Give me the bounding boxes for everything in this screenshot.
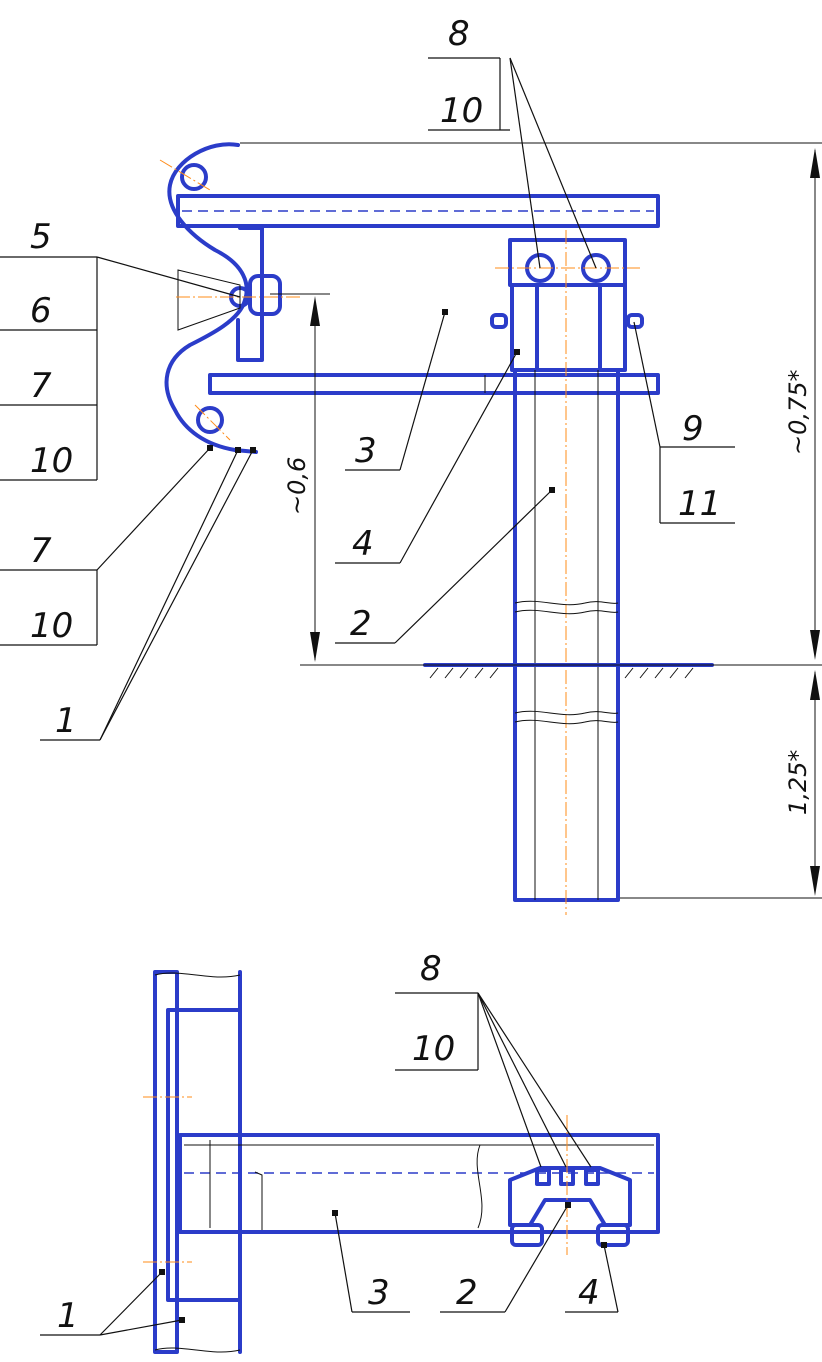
cantilever-lower-flange xyxy=(208,373,660,395)
clip-bolt-left xyxy=(490,313,508,329)
post-clip-right xyxy=(598,283,627,372)
dimension-lines xyxy=(240,142,822,899)
callout-7-a: 7 xyxy=(30,366,52,406)
guardrail-plan-outer xyxy=(153,970,179,1354)
bolt-washer xyxy=(177,269,241,331)
plan-bolt-3 xyxy=(584,1168,600,1186)
callout-4-top: 4 xyxy=(352,524,374,564)
callout-11: 11 xyxy=(678,484,721,524)
bracket-plate xyxy=(236,226,264,362)
cantilever-upper-flange xyxy=(176,194,660,228)
callout-4-bottom: 4 xyxy=(578,1273,600,1313)
guardrail-beam-profile xyxy=(164,142,258,454)
callout-1-bottom: 1 xyxy=(57,1296,79,1336)
beam-bolt-top xyxy=(180,163,208,191)
break-line-1a xyxy=(514,600,619,606)
callout-1-top: 1 xyxy=(55,701,77,741)
beam-bolt-bottom xyxy=(196,406,224,434)
callout-9: 9 xyxy=(682,409,704,449)
post-plan-clip-left xyxy=(510,1223,544,1247)
post-plan-clip-right xyxy=(596,1223,630,1247)
leaders-top xyxy=(96,57,661,741)
plan-view: 8 10 1 3 2 4 xyxy=(40,949,660,1354)
callout-3-top: 3 xyxy=(355,431,377,471)
callout-10-c: 10 xyxy=(30,606,73,646)
callout-6: 6 xyxy=(30,291,52,331)
elevation-view: ~0,75* ~0,6 1,25* xyxy=(0,14,822,915)
cantilever-plan-bracket xyxy=(254,1171,263,1230)
leaders-bottom xyxy=(99,992,619,1336)
callout-10-bottom: 10 xyxy=(412,1029,455,1069)
callout-10-top: 10 xyxy=(440,91,483,131)
callout-7-b: 7 xyxy=(30,531,52,571)
cantilever-plan-break xyxy=(476,1144,483,1229)
callout-shelves-top xyxy=(0,57,735,741)
callout-5: 5 xyxy=(30,217,52,257)
beam-centerline-1 xyxy=(159,159,211,191)
plan-break-bottom xyxy=(154,1347,241,1353)
callout-8-top: 8 xyxy=(448,14,470,54)
cantilever-plan xyxy=(178,1133,660,1234)
callout-8-bottom: 8 xyxy=(420,949,442,989)
post-clip-left xyxy=(510,283,539,372)
break-line-2a xyxy=(514,710,619,716)
dim-embed-depth: 1,25* xyxy=(784,750,812,815)
post-plan xyxy=(508,1166,632,1227)
post-head-cap xyxy=(508,238,627,287)
break-line-2b xyxy=(514,719,619,725)
callout-10-b: 10 xyxy=(30,441,73,481)
beam-centerline-2 xyxy=(194,404,231,441)
dim-rail-height: ~0,6 xyxy=(283,457,311,515)
break-line-1b xyxy=(514,609,619,615)
ground-hatch xyxy=(429,667,694,679)
dim-height-above-ground: ~0,75* xyxy=(784,369,812,455)
callout-shelves-bottom xyxy=(40,992,618,1336)
marker-dots-bottom xyxy=(159,1202,607,1323)
plan-bolt-1 xyxy=(535,1168,551,1186)
callout-2-top: 2 xyxy=(350,604,372,644)
plan-break-top xyxy=(154,972,241,978)
marker-dots-top xyxy=(207,309,555,493)
callout-2-bottom: 2 xyxy=(456,1273,478,1313)
callout-3-bottom: 3 xyxy=(368,1273,390,1313)
mounting-nut xyxy=(248,274,282,316)
